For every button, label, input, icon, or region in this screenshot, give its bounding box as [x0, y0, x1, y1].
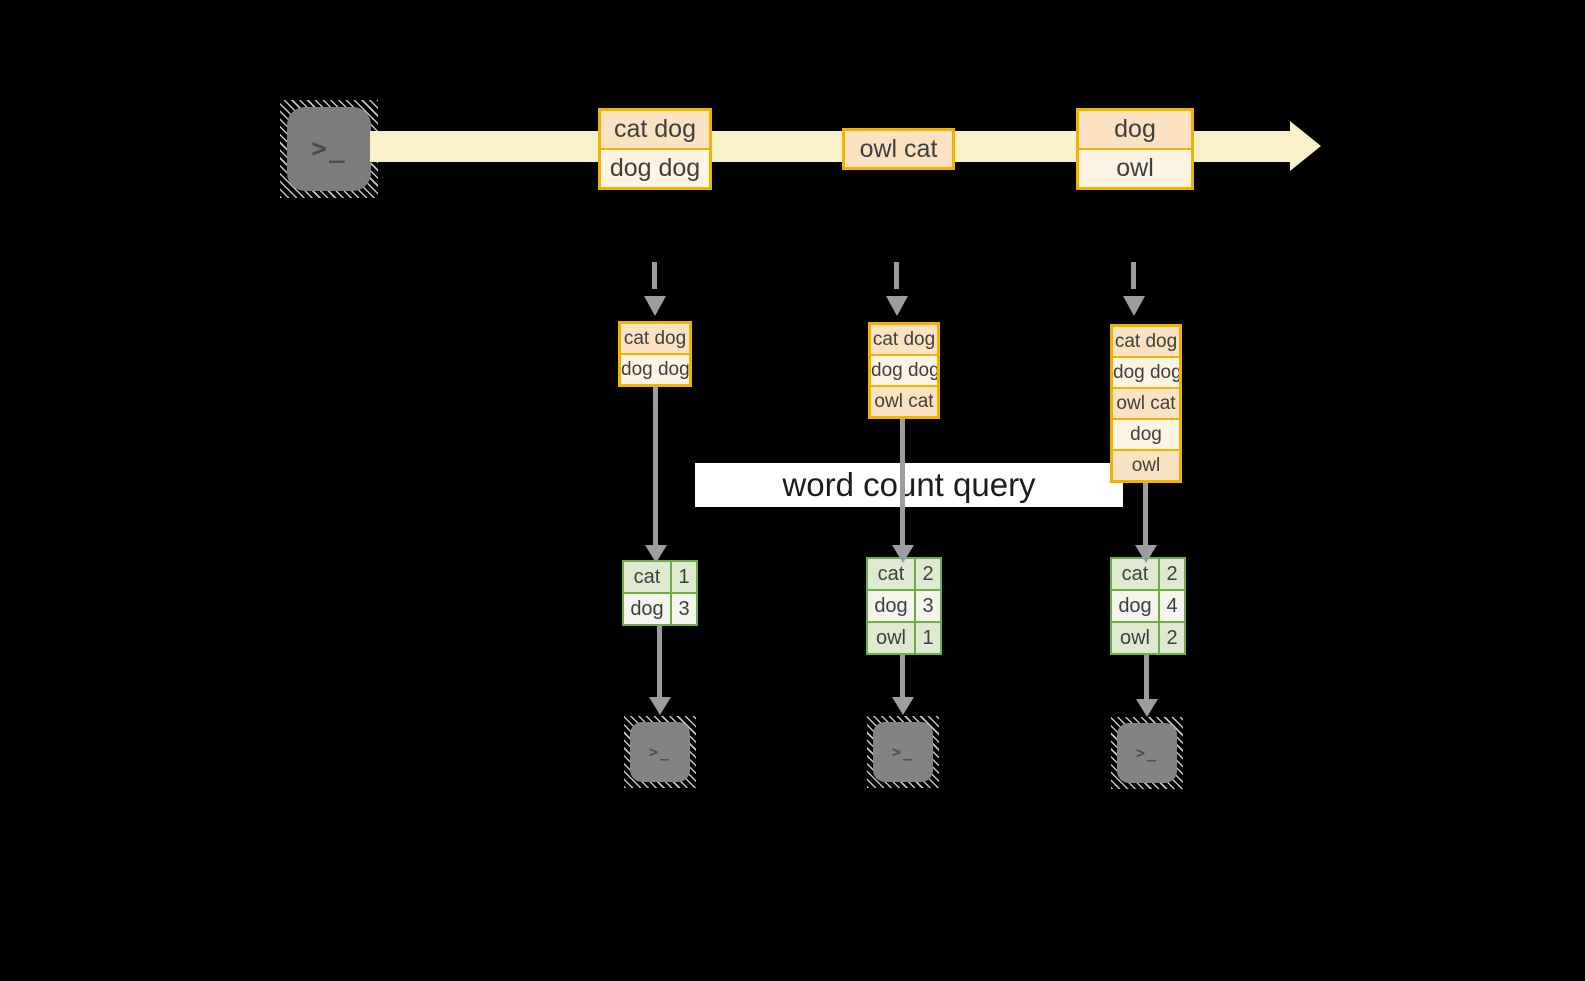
output-arrow-3 — [1144, 655, 1149, 699]
input-record: dog dog — [871, 356, 937, 385]
word-cell: cat — [624, 562, 670, 592]
output-arrow-1 — [657, 626, 662, 697]
stream-batch-1: cat dog dog dog — [598, 108, 712, 190]
count-cell: 1 — [672, 562, 696, 592]
input-record: owl cat — [1113, 389, 1179, 418]
word-cell: dog — [1112, 591, 1158, 621]
input-record: dog dog — [1113, 358, 1179, 387]
word-cell: dog — [868, 591, 914, 621]
input-table-1: cat dog dog dog — [618, 321, 692, 387]
count-cell: 3 — [672, 594, 696, 624]
input-table-2: cat dog dog dog owl cat — [868, 322, 940, 419]
count-cell: 2 — [916, 559, 940, 589]
output-arrow-2 — [900, 655, 905, 697]
word-cell: owl — [1112, 623, 1158, 653]
batch-arrival-arrow-1 — [652, 262, 657, 289]
record-cell: dog — [1079, 111, 1191, 148]
record-cell: owl — [1079, 150, 1191, 187]
query-arrow-1 — [653, 387, 658, 545]
count-cell: 2 — [1160, 623, 1184, 653]
result-table-1: cat 1 dog 3 — [622, 560, 698, 626]
terminal-prompt-glyph: >_ — [1135, 744, 1159, 762]
word-cell: cat — [868, 559, 914, 589]
stream-batch-3: dog owl — [1076, 108, 1194, 190]
count-cell: 3 — [916, 591, 940, 621]
query-label: word count query — [782, 466, 1036, 503]
input-table-3: cat dog dog dog owl cat dog owl — [1110, 324, 1182, 483]
result-table-2: cat 2 dog 3 owl 1 — [866, 557, 942, 655]
query-arrow-3 — [1143, 483, 1148, 545]
terminal-prompt-glyph: >_ — [311, 134, 347, 164]
query-arrow-2 — [900, 419, 905, 545]
arrowhead-icon — [1136, 699, 1158, 717]
input-record: cat dog — [1113, 327, 1179, 356]
sink-terminal-icon-1: >_ — [624, 716, 696, 788]
input-record: owl cat — [871, 387, 937, 416]
record-cell: dog dog — [601, 150, 709, 187]
query-label-band: word count query — [695, 463, 1123, 507]
word-cell: dog — [624, 594, 670, 624]
word-cell: cat — [1112, 559, 1158, 589]
terminal-prompt-glyph: >_ — [891, 743, 915, 761]
input-stream-arrowhead-icon — [1290, 121, 1321, 171]
record-cell: owl cat — [845, 131, 952, 167]
arrowhead-icon — [645, 545, 667, 563]
word-cell: owl — [868, 623, 914, 653]
input-record: cat dog — [621, 324, 689, 353]
sink-terminal-icon-2: >_ — [867, 716, 939, 788]
arrowhead-icon — [886, 296, 908, 316]
input-record: cat dog — [871, 325, 937, 354]
arrowhead-icon — [644, 296, 666, 316]
terminal-prompt-glyph: >_ — [648, 743, 672, 761]
arrowhead-icon — [892, 545, 914, 563]
stream-batch-2: owl cat — [842, 128, 955, 170]
input-record: owl — [1113, 451, 1179, 480]
arrowhead-icon — [1123, 296, 1145, 316]
input-record: dog dog — [621, 355, 689, 384]
input-record: dog — [1113, 420, 1179, 449]
source-terminal-icon: >_ — [280, 100, 378, 198]
count-cell: 1 — [916, 623, 940, 653]
count-cell: 4 — [1160, 591, 1184, 621]
arrowhead-icon — [892, 697, 914, 715]
batch-arrival-arrow-3 — [1131, 262, 1136, 289]
sink-terminal-icon-3: >_ — [1111, 717, 1183, 789]
arrowhead-icon — [649, 697, 671, 715]
batch-arrival-arrow-2 — [894, 262, 899, 289]
result-table-3: cat 2 dog 4 owl 2 — [1110, 557, 1186, 655]
count-cell: 2 — [1160, 559, 1184, 589]
record-cell: cat dog — [601, 111, 709, 148]
arrowhead-icon — [1135, 545, 1157, 563]
